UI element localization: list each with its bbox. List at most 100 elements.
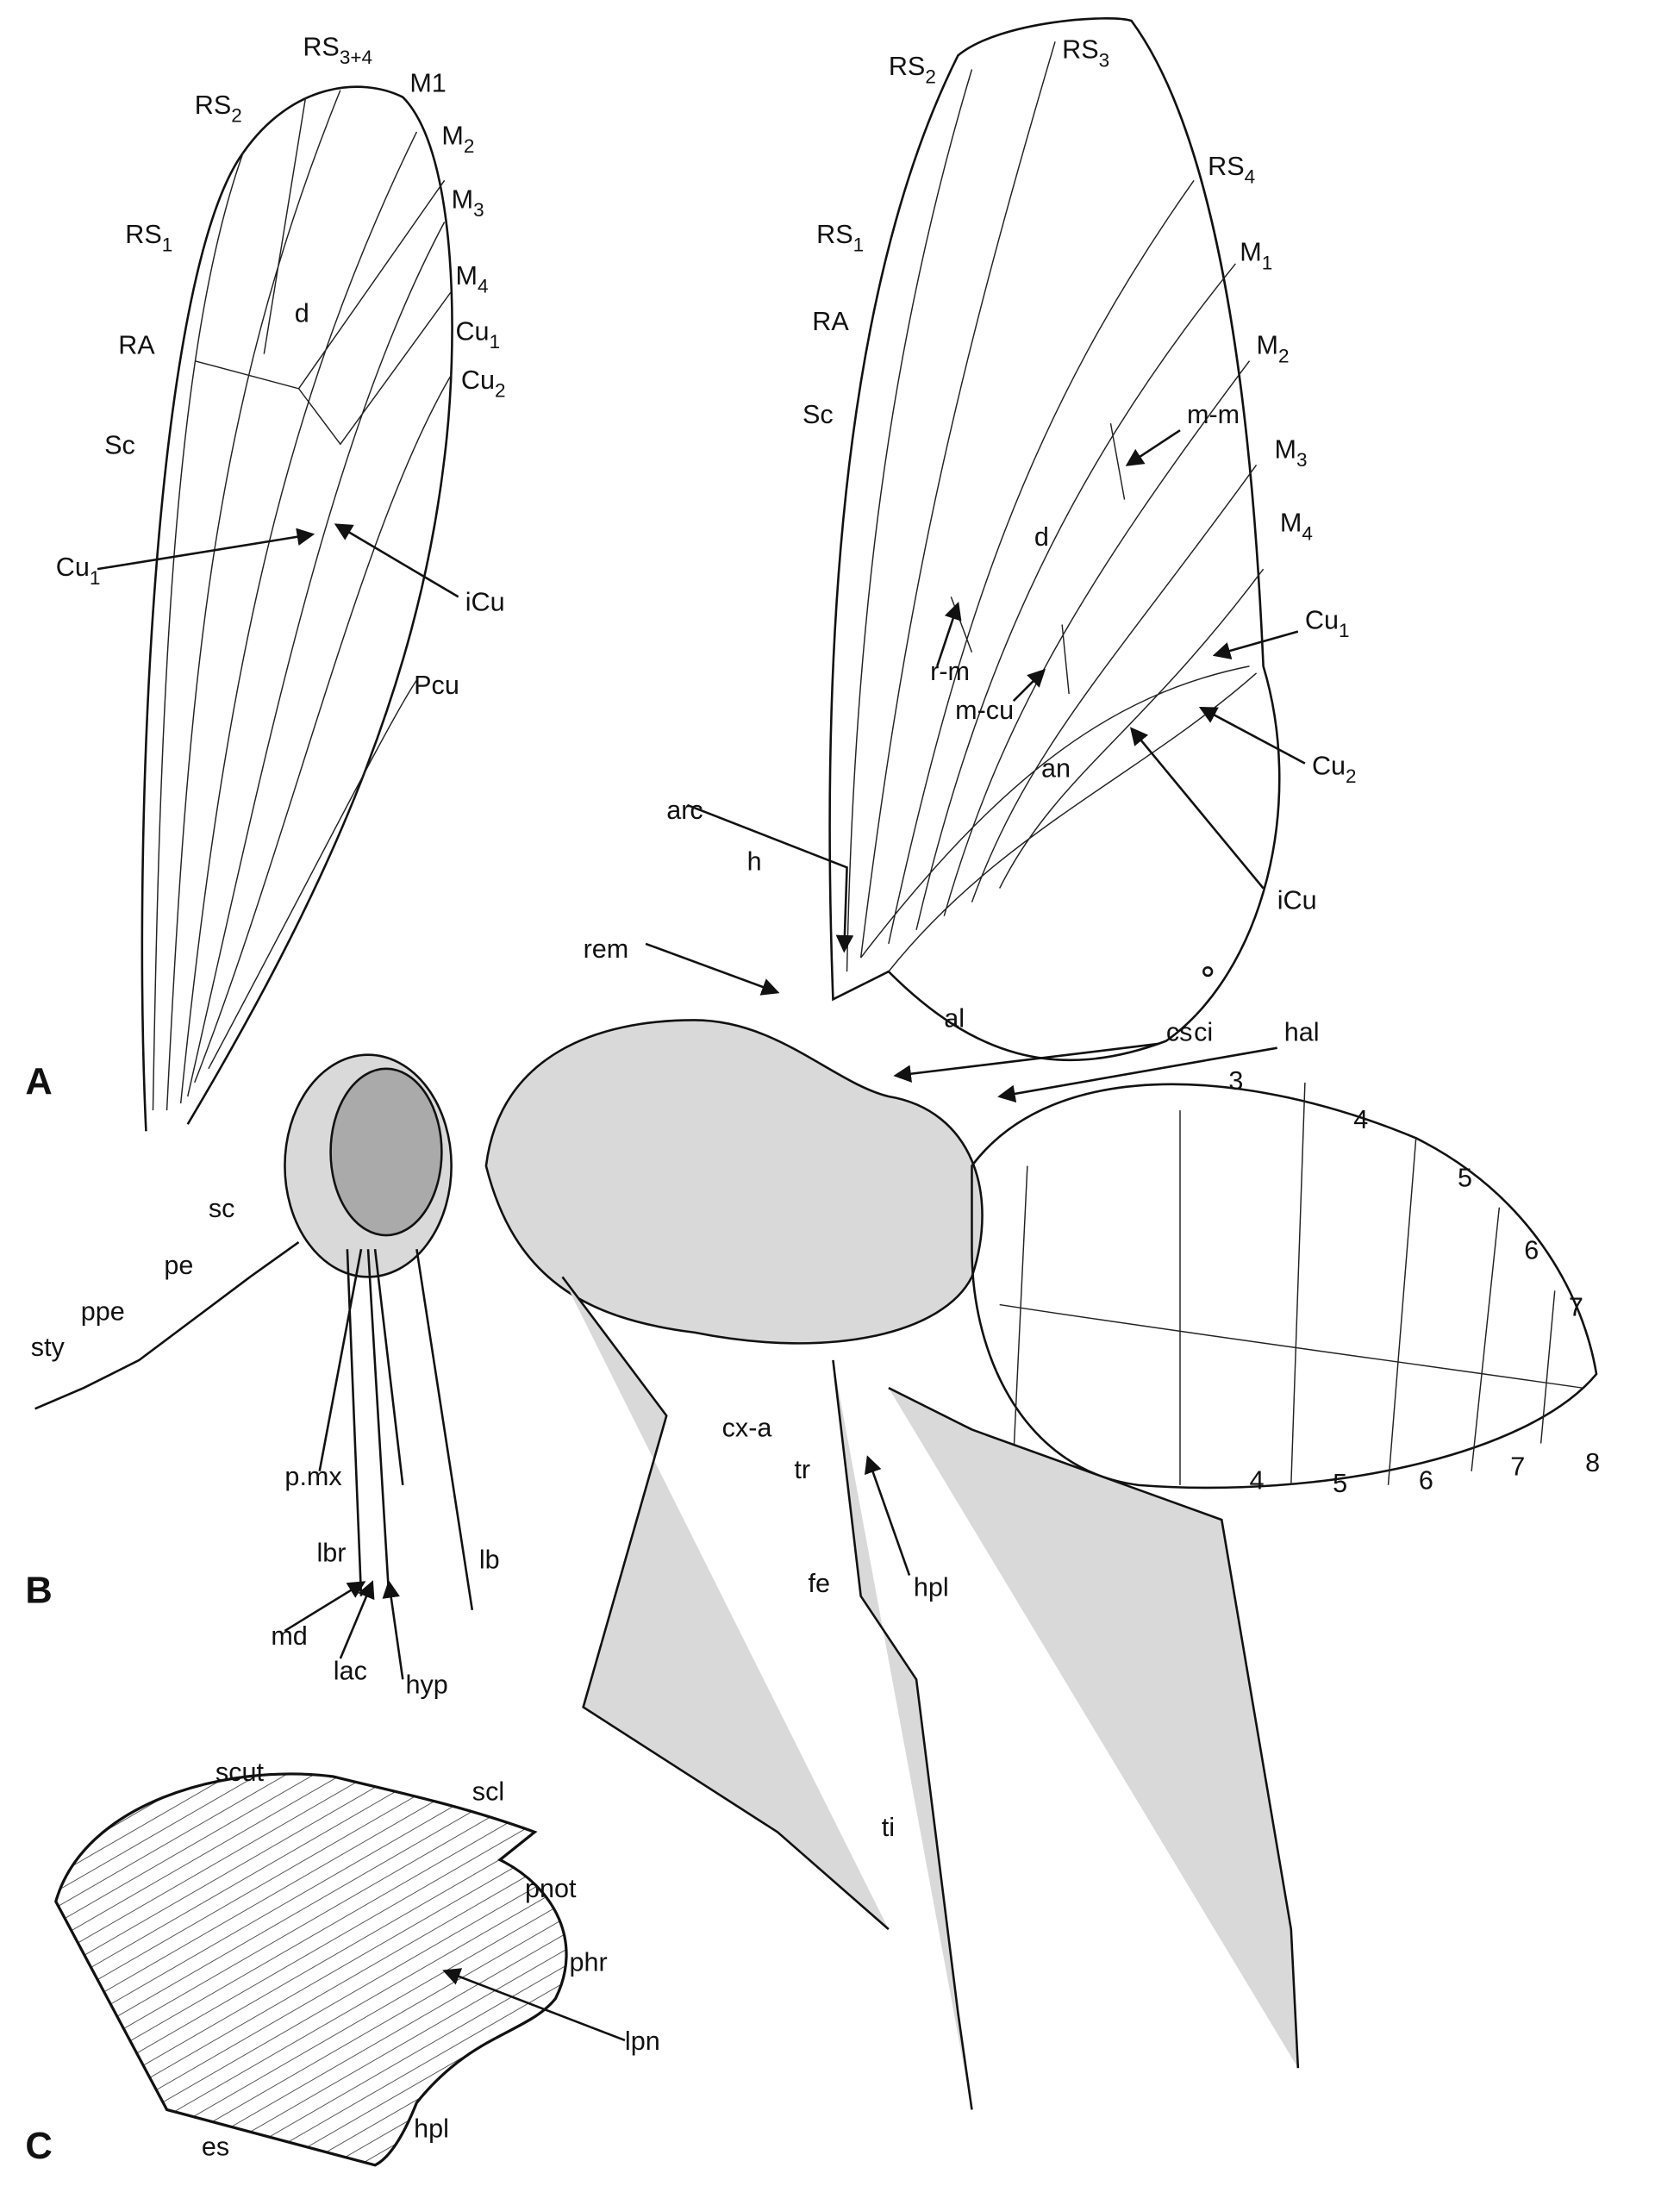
label-m-cu: m-cu	[955, 696, 1014, 725]
label-text: M	[455, 261, 477, 290]
labels: RS3+4RS2M1M2M3RS1M4dCu1Cu2RAScCu1iCuPcuR…	[25, 32, 1600, 2166]
label-scut: scut	[215, 1758, 265, 1787]
label-subscript: 1	[1262, 252, 1273, 273]
label-text: r-m	[930, 657, 970, 686]
label-lbr: lbr	[316, 1538, 346, 1567]
label-tr: tr	[794, 1455, 810, 1484]
label-6: 6	[1524, 1235, 1539, 1265]
label-subscript: 2	[495, 380, 506, 402]
label-ti: ti	[882, 1813, 895, 1842]
label-text: M	[1280, 509, 1302, 538]
pointer-arrow	[339, 1580, 375, 1659]
label-text: RS	[816, 220, 852, 249]
label-rs: RS1	[125, 220, 172, 256]
label-text: RA	[812, 307, 849, 336]
label-subscript: 4	[1245, 166, 1256, 188]
label-text: RS	[1208, 152, 1244, 181]
label-subscript: 2	[464, 135, 475, 157]
label-text: lpn	[625, 2027, 660, 2056]
label-p-mx: p.mx	[284, 1462, 341, 1491]
label-text: Cu	[1305, 605, 1339, 634]
label-subscript: 1	[162, 234, 173, 255]
label-scl: scl	[472, 1777, 504, 1806]
label-text: sty	[31, 1333, 66, 1362]
label-text: pnot	[525, 1874, 577, 1903]
label-3: 3	[1228, 1066, 1243, 1096]
label-d: d	[295, 299, 309, 328]
label-text: RS	[125, 220, 161, 249]
wing-a-drawing	[141, 85, 453, 1132]
pointer-arrow	[997, 1046, 1277, 1103]
label-text: es	[202, 2133, 229, 2162]
pointer-arrow	[935, 601, 962, 667]
label-hpl: hpl	[414, 2114, 449, 2144]
label-icu: iCu	[1277, 886, 1317, 915]
label-ppe: ppe	[81, 1296, 125, 1326]
label-icu: iCu	[465, 587, 505, 616]
label-es: es	[202, 2133, 229, 2162]
label-subscript: 2	[925, 66, 936, 88]
label-text: hpl	[914, 1573, 949, 1602]
label-text: m-cu	[955, 696, 1014, 725]
panel-letter-b: B	[25, 1571, 52, 1612]
label-subscript: 1	[1339, 620, 1350, 641]
label-text: tr	[794, 1455, 810, 1484]
label-m-m: m-m	[1187, 400, 1240, 429]
label-text: iCu	[1277, 886, 1317, 915]
label-lb: lb	[479, 1545, 500, 1574]
label-cu: Cu2	[1312, 751, 1357, 787]
label-text: Cu	[1312, 751, 1346, 780]
label-text: RS	[303, 32, 339, 61]
label-m: M3	[452, 185, 484, 222]
label-md: md	[271, 1621, 307, 1651]
label-5: 5	[1458, 1164, 1472, 1193]
label-subscript: 2	[231, 105, 242, 127]
panel-letter-c: C	[25, 2126, 52, 2167]
label-subscript: 3	[1099, 49, 1110, 71]
label-text: 5	[1333, 1469, 1347, 1498]
label-d: d	[1034, 522, 1049, 552]
label-ci: ci	[1194, 1018, 1213, 1047]
label-4: 4	[1249, 1466, 1264, 1496]
label-rem: rem	[584, 934, 629, 964]
label-m: M2	[1257, 331, 1290, 367]
label-subscript: 2	[1346, 765, 1357, 787]
compound-eye	[329, 1067, 443, 1237]
label-m: M2	[441, 121, 474, 157]
label-text: 7	[1569, 1292, 1583, 1321]
label-hyp: hyp	[406, 1670, 448, 1699]
label-subscript: 4	[478, 276, 489, 297]
label-cx-a: cx-a	[722, 1414, 772, 1443]
label-text: RS	[195, 91, 231, 120]
label-arc: arc	[666, 796, 703, 825]
label-sc: sc	[209, 1194, 235, 1223]
label-text: lac	[334, 1656, 367, 1685]
label-5: 5	[1333, 1469, 1347, 1498]
label-subscript: 1	[490, 331, 501, 353]
label-text: ti	[882, 1813, 895, 1842]
label-cu: Cu2	[461, 365, 506, 402]
pointer-arrow	[442, 1968, 626, 2042]
label-text: phr	[570, 1947, 608, 1977]
label-m: M1	[1240, 238, 1272, 274]
label-lac: lac	[334, 1656, 367, 1685]
label-text: Sc	[803, 400, 834, 429]
label-lpn: lpn	[625, 2027, 660, 2056]
label-6: 6	[1419, 1466, 1433, 1496]
label-text: 3	[1228, 1066, 1243, 1096]
label-text: Cu	[461, 365, 495, 395]
label-text: iCu	[465, 587, 505, 616]
label-fe: fe	[808, 1569, 830, 1598]
label-r-m: r-m	[930, 657, 970, 686]
label-text: cs	[1166, 1018, 1193, 1047]
label-text: hyp	[406, 1670, 448, 1699]
label-text: arc	[666, 796, 703, 825]
label-rs: RS3	[1062, 35, 1109, 72]
label-cu: Cu1	[1305, 605, 1350, 641]
label-sc: Sc	[803, 400, 834, 429]
label-text: 7	[1510, 1452, 1525, 1482]
label-text: M	[1257, 331, 1278, 360]
label-text: RS	[1062, 35, 1098, 65]
pointer-arrow	[382, 1580, 404, 1680]
label-7: 7	[1510, 1452, 1525, 1482]
